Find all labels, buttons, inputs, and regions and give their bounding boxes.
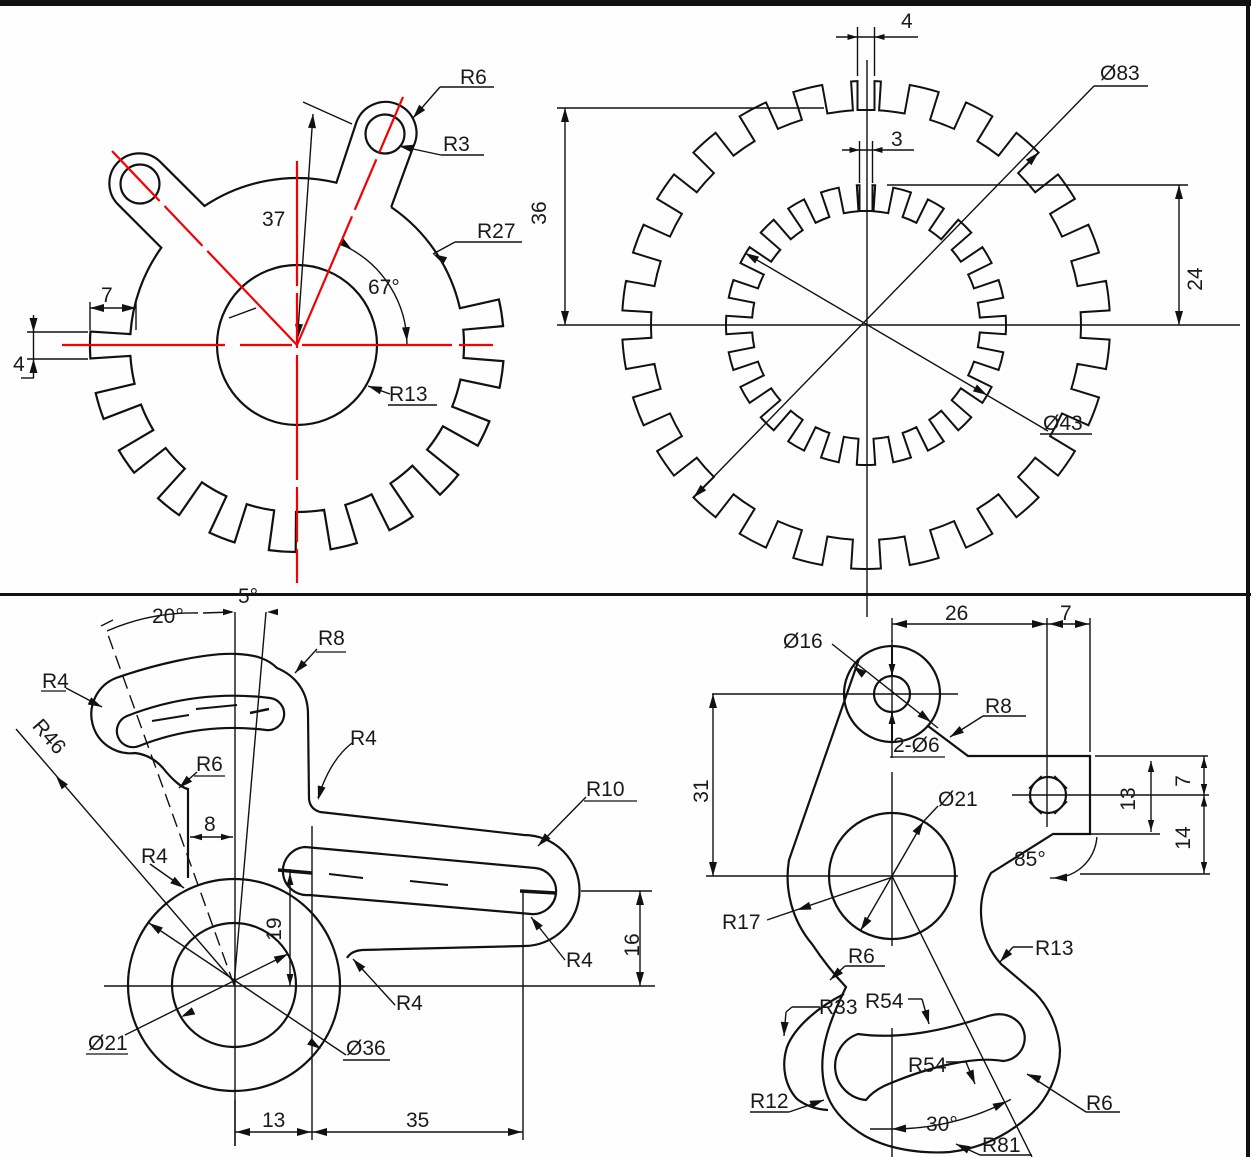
svg-text:R33: R33 [819,996,858,1019]
svg-text:4: 4 [901,10,913,33]
svg-text:Ø21: Ø21 [938,788,978,811]
svg-text:Ø16: Ø16 [783,630,823,653]
svg-text:67°: 67° [368,276,400,299]
svg-text:Ø21: Ø21 [88,1032,128,1055]
svg-text:R6: R6 [460,66,487,89]
svg-text:R8: R8 [318,627,345,650]
svg-text:7: 7 [101,284,113,307]
svg-text:R13: R13 [1035,937,1074,960]
svg-text:7: 7 [1172,775,1195,787]
svg-text:4: 4 [13,353,25,376]
svg-text:R6: R6 [196,753,223,776]
svg-text:R3: R3 [443,133,470,156]
svg-text:R12: R12 [750,1090,789,1113]
svg-text:19: 19 [263,917,286,940]
svg-text:R8: R8 [985,695,1012,718]
svg-text:R4: R4 [350,727,377,750]
svg-text:R54: R54 [865,990,904,1013]
svg-text:24: 24 [1184,267,1207,291]
svg-text:R6: R6 [848,945,875,968]
svg-text:20°: 20° [152,605,184,628]
svg-text:5°: 5° [238,585,258,608]
svg-text:R13: R13 [389,383,428,406]
svg-text:2-Ø6: 2-Ø6 [893,734,940,757]
svg-text:30°: 30° [926,1113,958,1136]
svg-text:7: 7 [1060,602,1072,625]
svg-text:13: 13 [262,1109,285,1132]
svg-text:36: 36 [528,201,551,224]
svg-text:35: 35 [406,1109,429,1132]
svg-text:Ø83: Ø83 [1100,62,1140,85]
svg-text:R6: R6 [1086,1092,1113,1115]
svg-text:R27: R27 [477,220,516,243]
svg-text:R4: R4 [396,992,423,1015]
svg-text:8: 8 [204,813,216,836]
svg-text:R4: R4 [141,845,168,868]
svg-text:Ø36: Ø36 [346,1037,386,1060]
svg-text:R4: R4 [566,949,593,972]
svg-text:R81: R81 [982,1134,1021,1157]
svg-text:13: 13 [1117,787,1140,810]
svg-text:3: 3 [891,128,903,151]
svg-text:26: 26 [945,602,968,625]
svg-text:14: 14 [1172,826,1195,850]
svg-text:85°: 85° [1014,848,1046,871]
svg-text:R4: R4 [42,670,69,693]
svg-text:R54: R54 [908,1054,947,1077]
svg-text:31: 31 [690,779,713,802]
svg-text:Ø43: Ø43 [1043,412,1083,435]
svg-text:16: 16 [621,933,644,956]
svg-text:37: 37 [262,208,285,231]
svg-text:R17: R17 [722,911,761,934]
svg-text:R10: R10 [586,778,625,801]
